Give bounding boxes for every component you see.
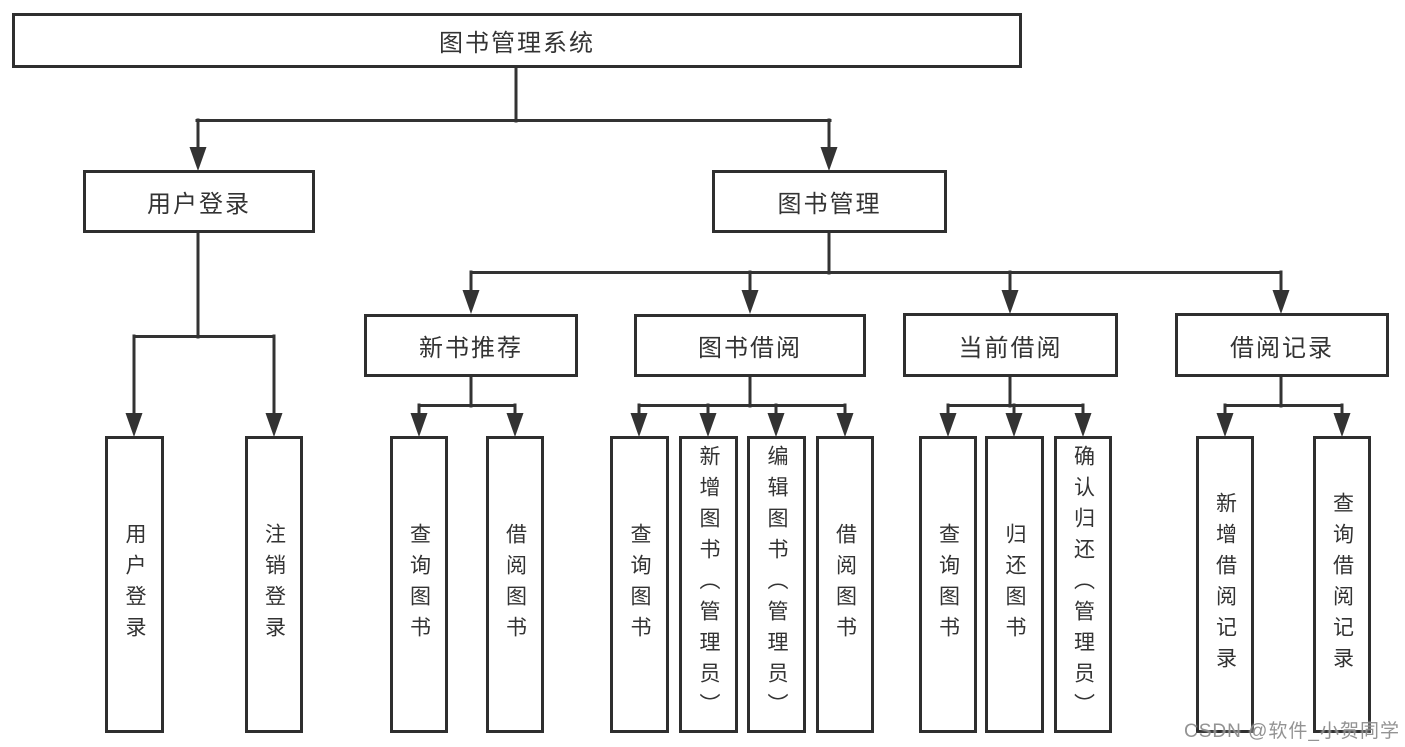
node-book-borrow-label: 图书借阅 xyxy=(698,335,802,362)
leaf-query-books-borrow-label: 查询图书 xyxy=(628,522,651,647)
leaf-return-book: 归还图书 xyxy=(985,436,1044,733)
leaf-query-books-recommend: 查询图书 xyxy=(390,436,448,733)
leaf-logout: 注销登录 xyxy=(245,436,303,733)
leaf-query-books-current: 查询图书 xyxy=(919,436,977,733)
node-borrow-records: 借阅记录 xyxy=(1175,313,1389,377)
leaf-confirm-return-admin-label: 确认归还（管理员） xyxy=(1071,445,1095,724)
node-new-book-recommend-label: 新书推荐 xyxy=(419,335,523,362)
leaf-query-borrow-record: 查询借阅记录 xyxy=(1313,436,1371,733)
node-book-borrow: 图书借阅 xyxy=(634,314,866,377)
leaf-edit-book-admin: 编辑图书（管理员） xyxy=(747,436,806,733)
leaf-add-book-admin: 新增图书（管理员） xyxy=(679,436,738,733)
leaf-add-borrow-record: 新增借阅记录 xyxy=(1196,436,1254,733)
node-user-login: 用户登录 xyxy=(83,170,315,233)
leaf-user-login-label: 用户登录 xyxy=(123,522,146,647)
watermark-text: CSDN @软件_小贺同学 xyxy=(1184,721,1400,742)
leaf-query-books-current-label: 查询图书 xyxy=(936,522,960,647)
leaf-borrow-books-recommend-label: 借阅图书 xyxy=(503,522,527,647)
leaf-borrow-books: 借阅图书 xyxy=(816,436,874,733)
node-root: 图书管理系统 xyxy=(12,13,1022,68)
leaf-user-login: 用户登录 xyxy=(105,436,164,733)
node-borrow-records-label: 借阅记录 xyxy=(1230,334,1334,362)
node-current-borrow-label: 当前借阅 xyxy=(958,334,1063,362)
leaf-query-books-recommend-label: 查询图书 xyxy=(407,522,431,647)
leaf-borrow-books-label: 借阅图书 xyxy=(833,522,857,647)
leaf-query-borrow-record-label: 查询借阅记录 xyxy=(1330,491,1354,678)
leaf-edit-book-admin-label: 编辑图书（管理员） xyxy=(765,445,788,724)
leaf-borrow-books-recommend: 借阅图书 xyxy=(486,436,544,733)
leaf-logout-label: 注销登录 xyxy=(262,522,286,647)
leaf-add-borrow-record-label: 新增借阅记录 xyxy=(1213,491,1237,678)
node-user-login-label: 用户登录 xyxy=(147,191,251,218)
leaf-confirm-return-admin: 确认归还（管理员） xyxy=(1054,436,1112,733)
node-book-management-label: 图书管理 xyxy=(777,191,882,218)
node-book-management: 图书管理 xyxy=(712,170,947,233)
leaf-query-books-borrow: 查询图书 xyxy=(610,436,669,733)
node-root-label: 图书管理系统 xyxy=(439,30,595,57)
leaf-add-book-admin-label: 新增图书（管理员） xyxy=(697,445,720,724)
node-new-book-recommend: 新书推荐 xyxy=(364,314,578,377)
node-current-borrow: 当前借阅 xyxy=(903,313,1118,377)
leaf-return-book-label: 归还图书 xyxy=(1003,522,1026,647)
